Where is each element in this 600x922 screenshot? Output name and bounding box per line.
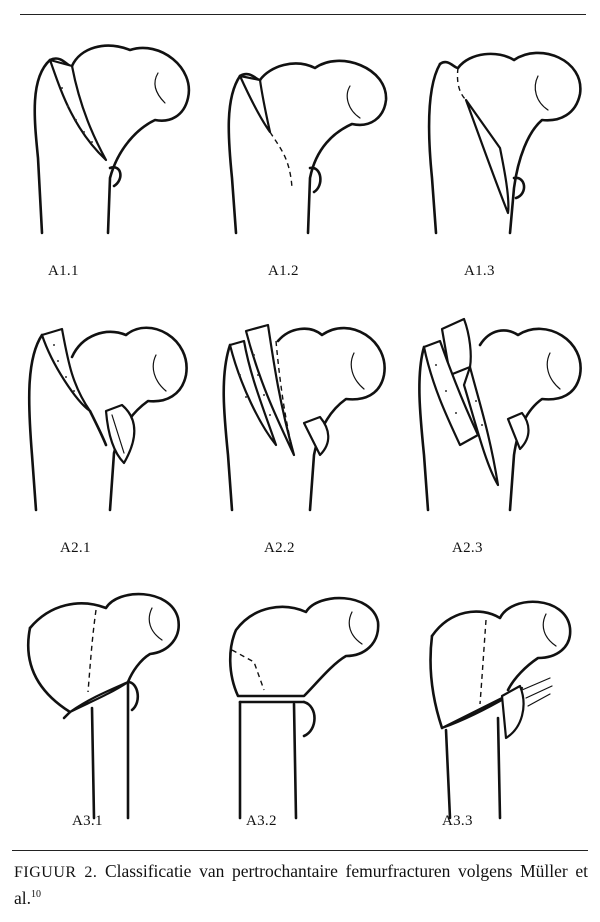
figure-label: A1.3	[464, 263, 495, 279]
caption-rule	[12, 850, 588, 851]
figure-label: A1.1	[48, 263, 79, 279]
caption-reference: 10	[31, 889, 42, 900]
femur-drawing	[26, 592, 180, 820]
diagram-a3-3: A3.3	[410, 578, 600, 848]
femur-drawing	[227, 59, 388, 235]
figure-label: A3.3	[442, 813, 473, 829]
figure-label: A2.2	[264, 540, 295, 556]
femur-drawing	[27, 326, 188, 512]
figure-label: A3.2	[246, 813, 277, 829]
figure-caption: FIGUUR 2. Classificatie van pertrochanta…	[14, 860, 588, 909]
femur-drawing	[429, 600, 572, 820]
figure-label: A1.2	[268, 263, 299, 279]
diagram-a2-3: A2.3	[410, 305, 600, 575]
diagram-a2-1: A2.1	[10, 305, 200, 575]
top-rule	[20, 14, 586, 15]
diagram-a3-2: A3.2	[210, 578, 400, 848]
femur-drawing	[418, 317, 582, 512]
figure-label: A2.1	[60, 540, 91, 556]
caption-text: Classificatie van pertrochantaire femurf…	[14, 861, 588, 908]
femur-drawing	[222, 323, 386, 512]
diagram-a1-2: A1.2	[210, 28, 400, 298]
caption-figure-label: FIGUUR 2.	[14, 864, 98, 881]
femur-drawing	[427, 51, 582, 235]
femur-drawing	[228, 596, 380, 820]
femur-drawing	[33, 44, 191, 235]
figure-label: A3.1	[72, 813, 103, 829]
figure-label: A2.3	[452, 540, 483, 556]
diagram-a1-1: A1.1	[10, 28, 200, 298]
diagram-a3-1: A3.1	[10, 578, 200, 848]
diagram-a2-2: A2.2	[210, 305, 400, 575]
diagram-a1-3: A1.3	[410, 28, 600, 298]
